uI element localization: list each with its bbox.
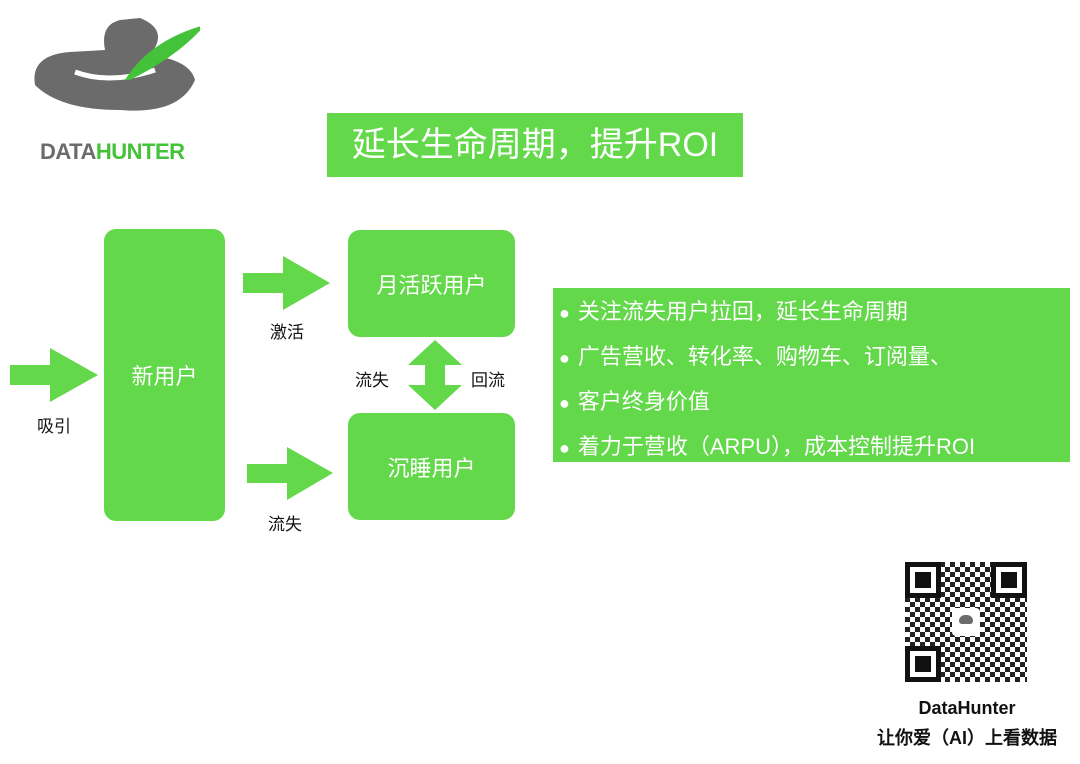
label-churn-bottom: 流失	[268, 515, 302, 534]
qr-code	[905, 562, 1027, 682]
page-title: 延长生命周期，提升ROI	[327, 113, 743, 177]
bullet-item: 广告营收、转化率、购物车、订阅量、	[559, 335, 1070, 380]
arrow-churn	[247, 447, 333, 500]
label-return: 回流	[471, 371, 505, 390]
logo-text-hunter: HUNTER	[95, 139, 185, 164]
logo: DATAHUNTER	[30, 10, 205, 164]
label-activate: 激活	[270, 323, 304, 342]
arrow-attract	[10, 348, 98, 402]
label-churn-mid: 流失	[355, 371, 389, 390]
summary-box: 关注流失用户拉回，延长生命周期 广告营收、转化率、购物车、订阅量、 客户终身价值…	[553, 288, 1070, 462]
logo-text-data: DATA	[40, 139, 96, 164]
arrow-activate	[243, 256, 330, 310]
node-monthly-active: 月活跃用户	[348, 230, 515, 337]
bullet-item: 关注流失用户拉回，延长生命周期	[559, 290, 1070, 335]
arrow-bidirectional	[408, 340, 462, 410]
node-dormant: 沉睡用户	[348, 413, 515, 520]
footer-slogan: 让你爱（AI）上看数据	[877, 728, 1057, 748]
footer-brand: DataHunter	[918, 698, 1016, 718]
hat-icon	[34, 18, 205, 111]
bullet-item: 客户终身价值	[559, 380, 1070, 425]
bullet-item: 着力于营收（ARPU），成本控制提升ROI	[559, 425, 1070, 470]
node-new-user: 新用户	[104, 229, 225, 521]
label-attract: 吸引	[37, 417, 71, 436]
